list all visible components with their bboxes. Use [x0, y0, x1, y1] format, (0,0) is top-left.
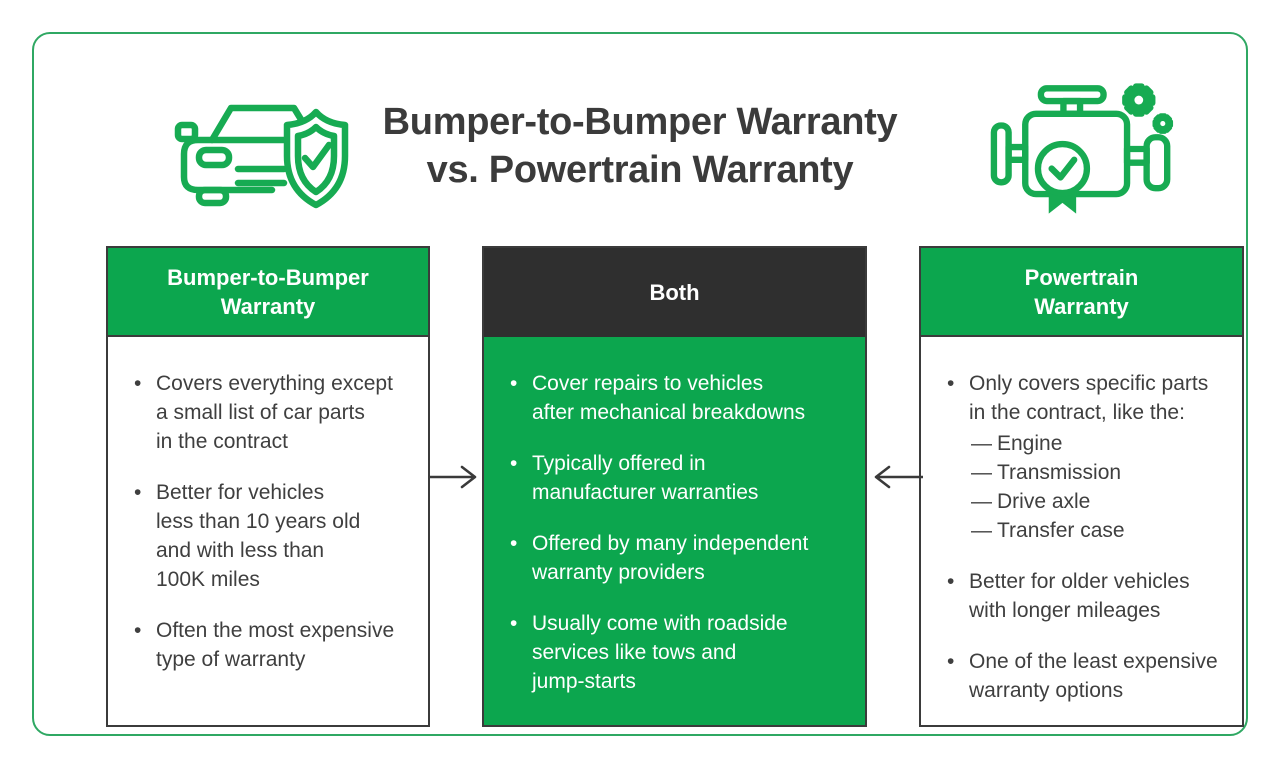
- bullet-icon: •: [134, 619, 142, 642]
- arrow-right-to-both-icon: [874, 465, 923, 489]
- list-item-text: Better for older vehicles with longer mi…: [969, 570, 1190, 622]
- bullet-icon: •: [510, 532, 518, 555]
- sublist-item-text: Engine: [997, 432, 1063, 455]
- sublist-item: — Transfer case: [971, 516, 1224, 545]
- dash-icon: —: [971, 519, 992, 542]
- bullet-icon: •: [510, 372, 518, 395]
- list-item: • Typically offered in manufacturer warr…: [510, 449, 847, 507]
- list-item-text: Usually come with roadside services like…: [532, 612, 788, 693]
- list-item: • Often the most expensive type of warra…: [134, 616, 410, 674]
- both-column-header: Both: [484, 248, 865, 337]
- list-item-text: Only covers specific parts in the contra…: [969, 372, 1209, 424]
- list-item: • Better for older vehicles with longer …: [947, 567, 1224, 625]
- list-item-text: Often the most expensive type of warrant…: [156, 619, 395, 671]
- bumper-column-header: Bumper-to-Bumper Warranty: [108, 248, 428, 337]
- list-item: • Cover repairs to vehicles after mechan…: [510, 369, 847, 427]
- bullet-icon: •: [134, 372, 142, 395]
- powertrain-column-header: Powertrain Warranty: [921, 248, 1242, 337]
- list-item: • Better for vehicles less than 10 years…: [134, 478, 410, 594]
- bullet-icon: •: [947, 570, 955, 593]
- page-title: Bumper-to-Bumper Warranty vs. Powertrain…: [34, 98, 1246, 194]
- list-item: • One of the least expensive warranty op…: [947, 647, 1224, 705]
- gear-large: [1122, 83, 1156, 117]
- both-column-list: • Cover repairs to vehicles after mechan…: [484, 337, 865, 725]
- bullet-icon: •: [134, 481, 142, 504]
- list-item-text: Offered by many independent warranty pro…: [532, 532, 809, 584]
- bullet-icon: •: [510, 612, 518, 635]
- list-item: • Usually come with roadside services li…: [510, 609, 847, 696]
- list-item-text: One of the least expensive warranty opti…: [969, 650, 1218, 702]
- gear-small: [1152, 113, 1174, 134]
- dash-icon: —: [971, 461, 992, 484]
- powertrain-column-list: • Only covers specific parts in the cont…: [921, 337, 1242, 727]
- sublist-item: — Drive axle: [971, 487, 1224, 516]
- page-title-line2: vs. Powertrain Warranty: [426, 149, 854, 191]
- list-item: • Covers everything except a small list …: [134, 369, 410, 456]
- sublist-item: — Transmission: [971, 458, 1224, 487]
- list-item-text: Typically offered in manufacturer warran…: [532, 452, 759, 504]
- arrow-left-to-both-icon: [428, 465, 477, 489]
- bullet-icon: •: [947, 372, 955, 395]
- bullet-icon: •: [510, 452, 518, 475]
- list-item: • Only covers specific parts in the cont…: [947, 369, 1224, 545]
- list-item-text: Covers everything except a small list of…: [156, 372, 393, 453]
- dash-icon: —: [971, 432, 992, 455]
- powertrain-column: Powertrain Warranty • Only covers specif…: [919, 246, 1244, 727]
- both-column: Both • Cover repairs to vehicles after m…: [482, 246, 867, 727]
- list-item-text: Cover repairs to vehicles after mechanic…: [532, 372, 806, 424]
- page-title-line1: Bumper-to-Bumper Warranty: [382, 101, 898, 143]
- list-item-text: Better for vehicles less than 10 years o…: [156, 481, 361, 591]
- list-item: • Offered by many independent warranty p…: [510, 529, 847, 587]
- dash-icon: —: [971, 490, 992, 513]
- sublist-item: — Engine: [971, 429, 1224, 458]
- engine-gears-icon: [990, 83, 1174, 214]
- sublist-item-text: Transfer case: [997, 519, 1125, 542]
- powertrain-parts-sublist: — Engine — Transmission — Drive axle — T…: [971, 429, 1224, 545]
- bullet-icon: •: [947, 650, 955, 673]
- car-shield-icon: [174, 104, 349, 209]
- sublist-item-text: Drive axle: [997, 490, 1091, 513]
- infographic-frame: Bumper-to-Bumper Warranty vs. Powertrain…: [32, 32, 1248, 736]
- bumper-to-bumper-column: Bumper-to-Bumper Warranty • Covers every…: [106, 246, 430, 727]
- bumper-column-list: • Covers everything except a small list …: [108, 337, 428, 725]
- sublist-item-text: Transmission: [997, 461, 1122, 484]
